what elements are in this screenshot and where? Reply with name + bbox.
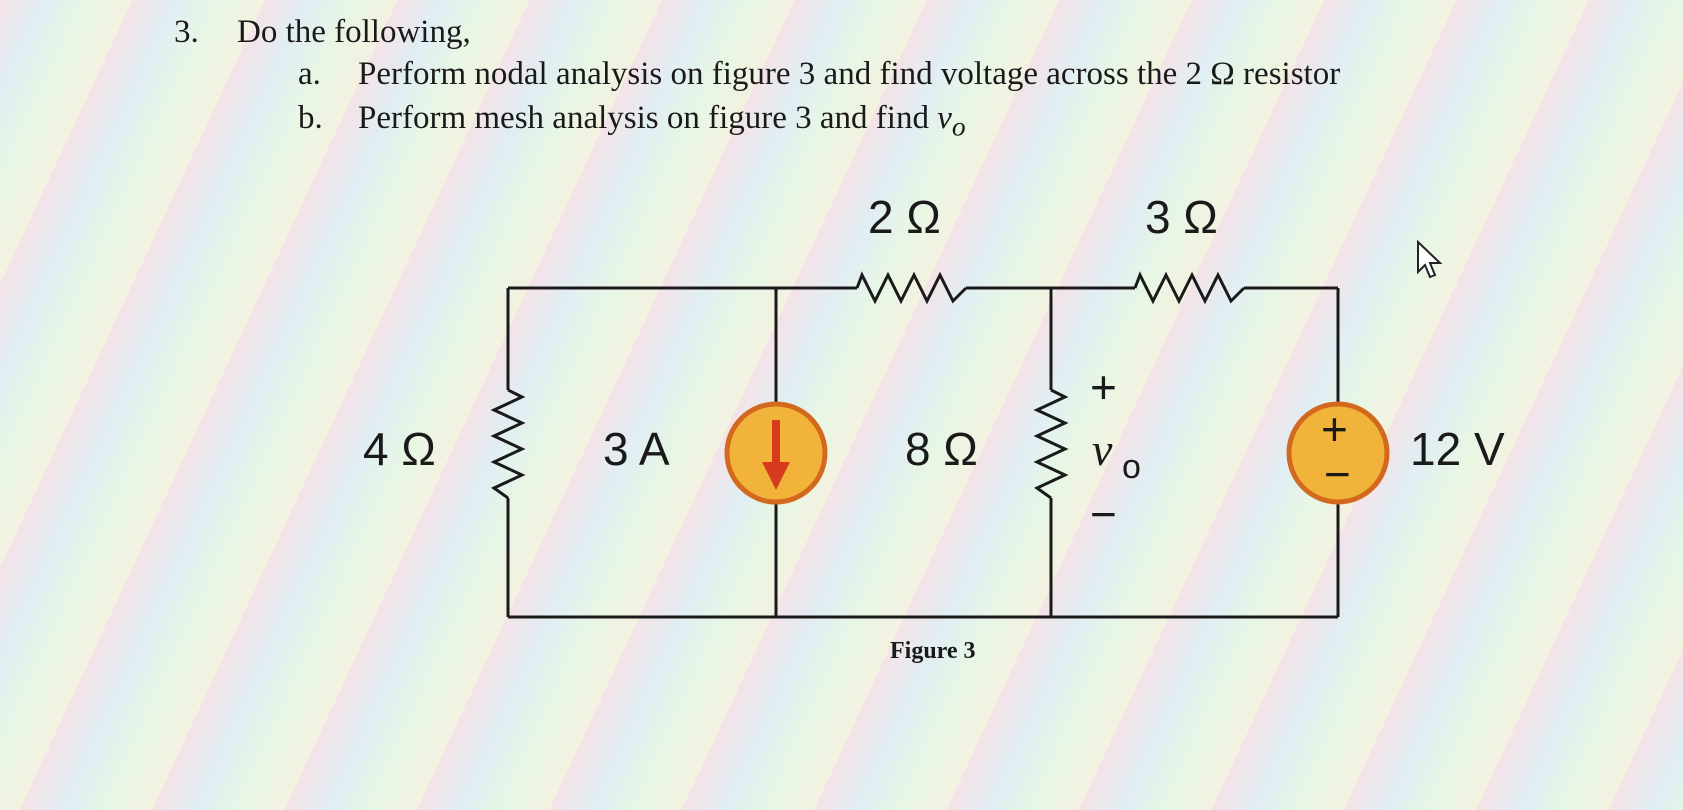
label-vo-minus: − [1090, 488, 1117, 540]
label-vo-var: v [1092, 424, 1113, 475]
label-3A: 3 A [603, 423, 670, 475]
resistor-2ohm-zigzag [855, 271, 968, 305]
figure-caption: Figure 3 [890, 638, 976, 664]
item-b-letter: b. [298, 100, 323, 136]
label-8ohm: 8 Ω [905, 423, 978, 475]
voltage-source-circle [1286, 401, 1390, 505]
item-b-text: Perform mesh analysis on figure 3 and fi… [358, 100, 966, 143]
label-4ohm: 4 Ω [363, 423, 436, 475]
label-vo-sub: o [1122, 448, 1141, 486]
question-title: Do the following, [237, 14, 471, 50]
label-3ohm: 3 Ω [1145, 191, 1218, 243]
label-12V: 12 V [1410, 423, 1505, 475]
current-arrow-down-icon [762, 462, 790, 490]
label-vo-plus: + [1090, 361, 1117, 413]
mouse-cursor-icon [1417, 239, 1443, 279]
item-a-letter: a. [298, 56, 321, 92]
source-minus-sign: − [1324, 448, 1351, 500]
resistor-4ohm-zigzag [490, 388, 526, 500]
label-2ohm: 2 Ω [868, 191, 941, 243]
resistor-8ohm-zigzag [1033, 388, 1069, 500]
item-a-text: Perform nodal analysis on figure 3 and f… [358, 56, 1341, 92]
source-plus-sign: + [1321, 403, 1348, 455]
item-b-sub: o [951, 110, 966, 142]
item-b-body: Perform mesh analysis on figure 3 and fi… [358, 100, 938, 136]
question-number: 3. [174, 14, 199, 50]
resistor-3ohm-zigzag [1133, 271, 1246, 305]
item-b-var: v [937, 100, 952, 136]
